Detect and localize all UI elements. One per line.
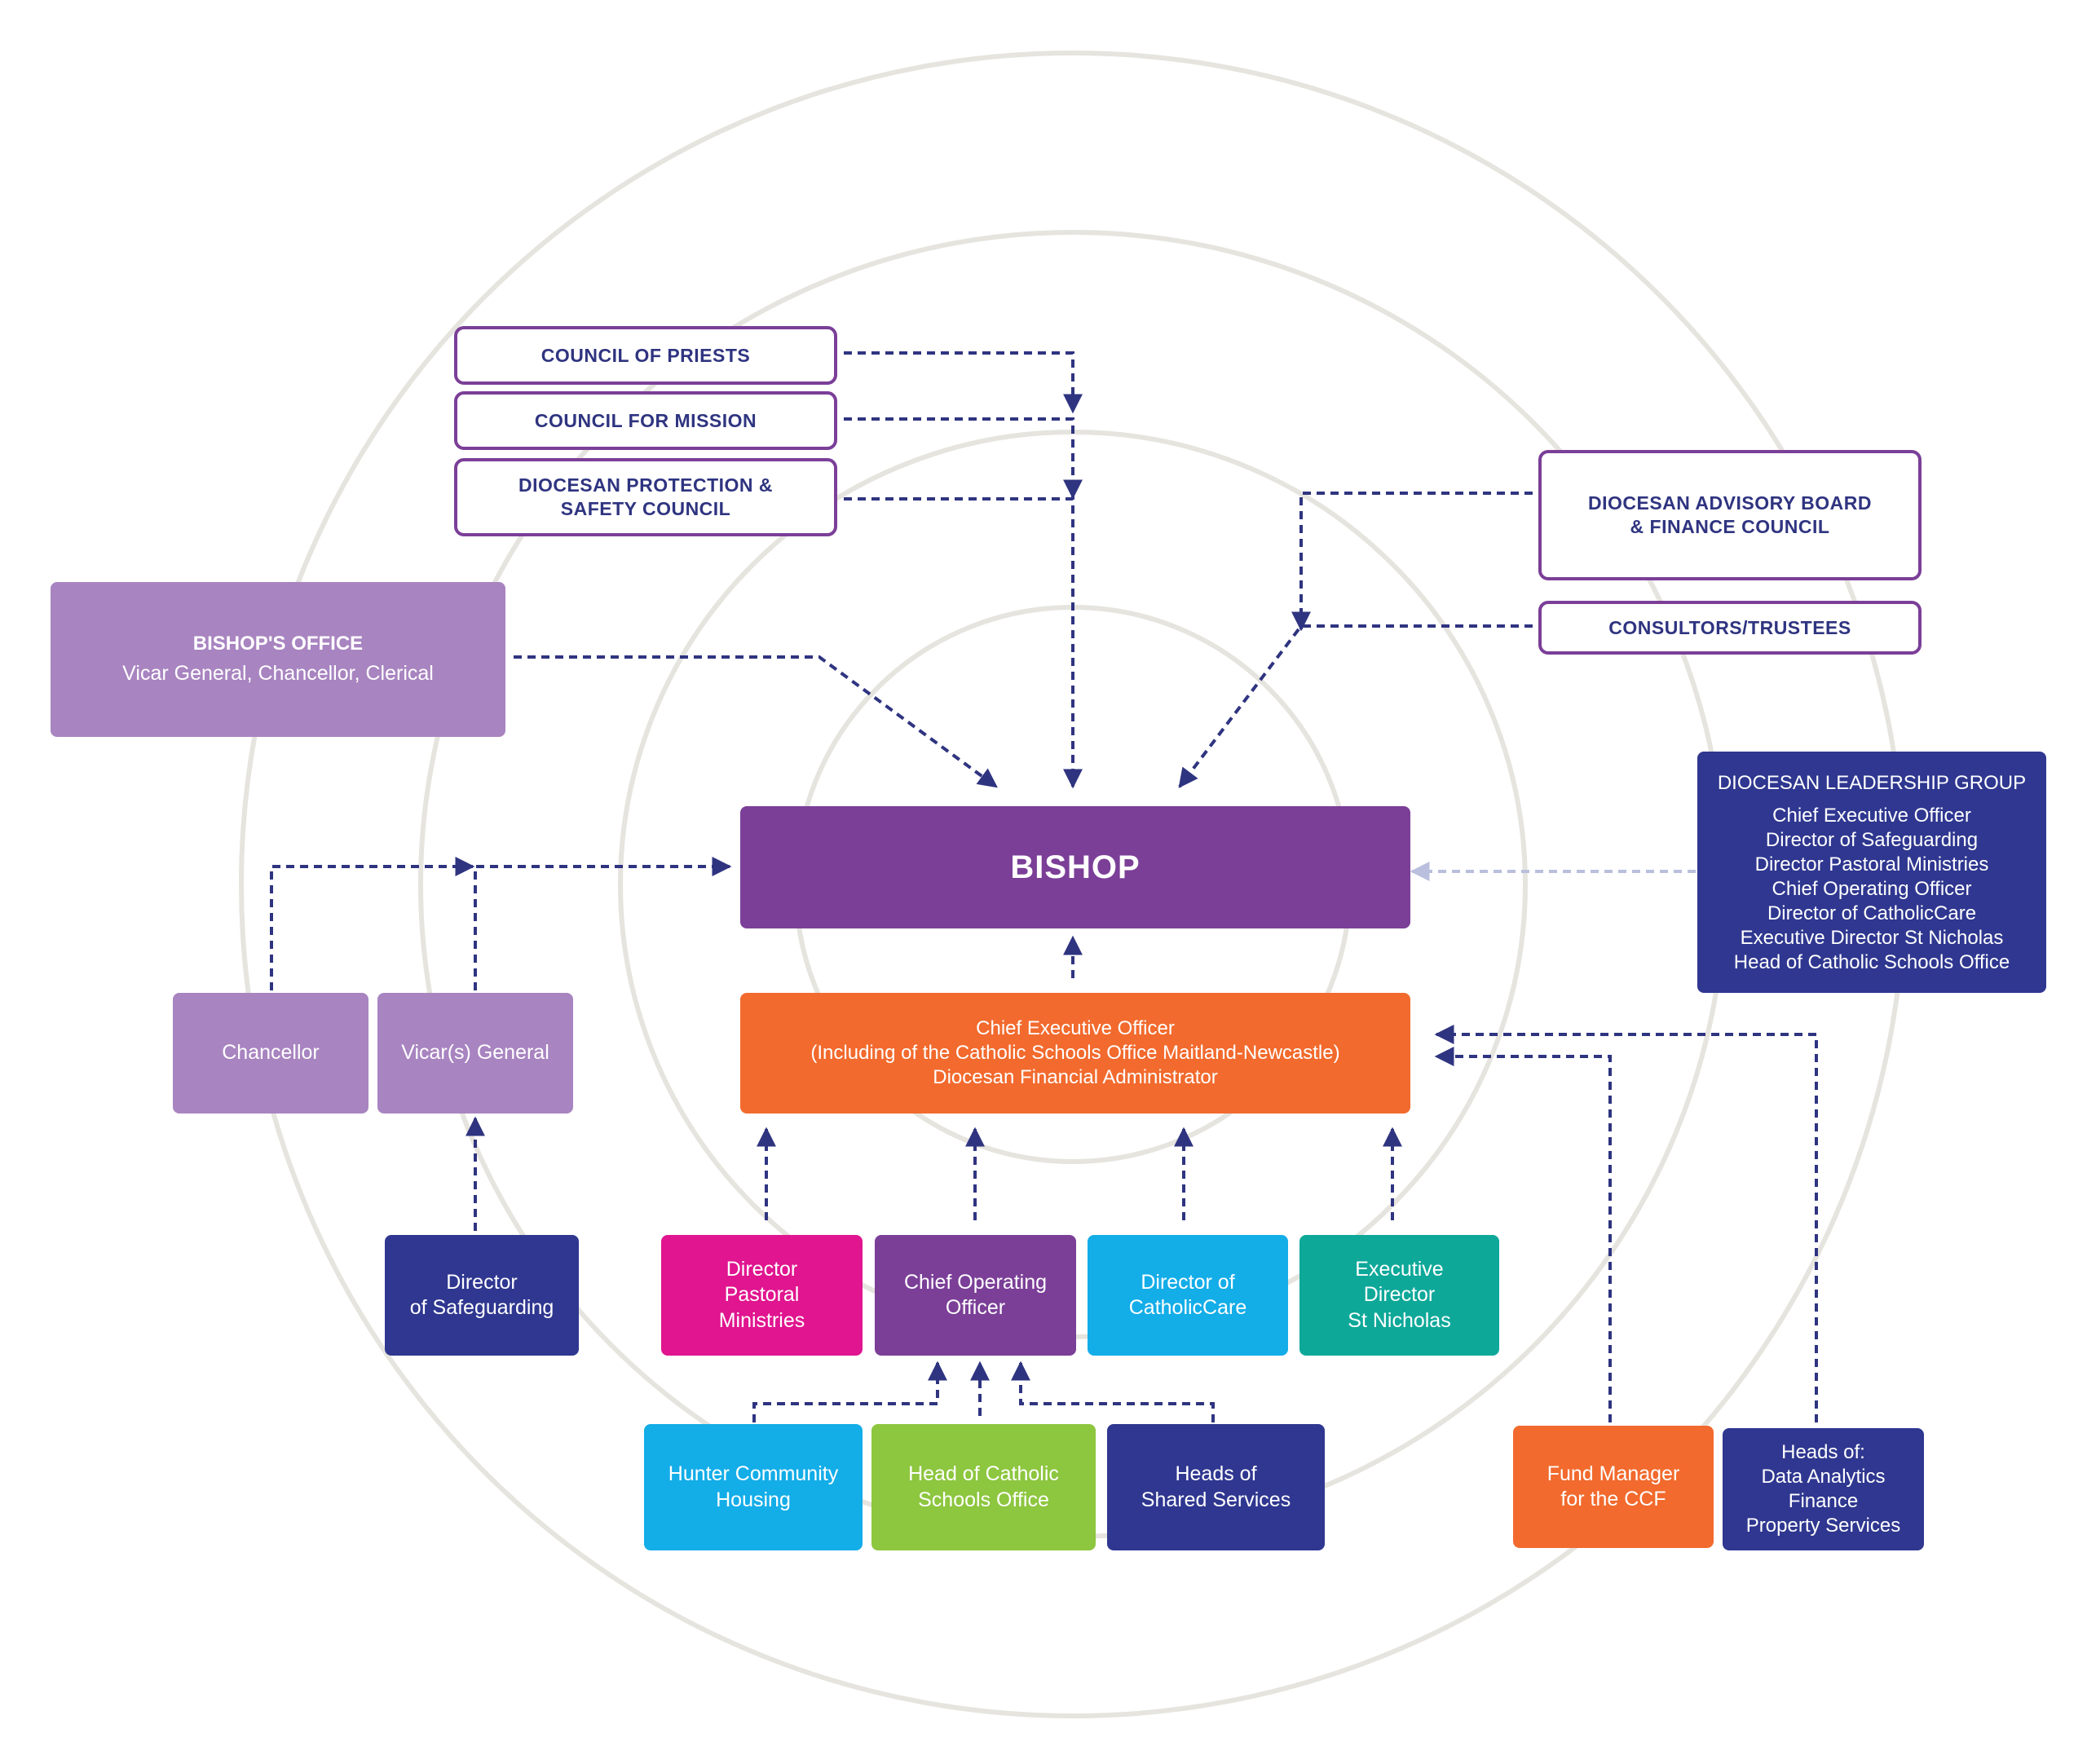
director-safeguarding-line2: of Safeguarding [409, 1296, 554, 1319]
coo-line2: Officer [945, 1296, 1006, 1319]
fund-manager-box: Fund Manager for the CCF [1513, 1426, 1714, 1548]
director-catholiccare-line1: Director of [1141, 1270, 1235, 1294]
bishops-office-title: BISHOP'S OFFICE [192, 633, 364, 655]
exec-st-nicholas-box: Executive Director St Nicholas [1299, 1235, 1499, 1356]
connector-fund-manager [1434, 1047, 1612, 1422]
director-pastoral-line1: Director [726, 1258, 798, 1281]
consultors-trustees-box: CONSULTORS/TRUSTEES [1538, 601, 1922, 655]
ceo-box: Chief Executive Officer (Including of th… [740, 993, 1410, 1114]
protection-council-label-line2: SAFETY COUNCIL [560, 498, 731, 519]
bishop-box: BISHOP [740, 806, 1410, 928]
council-of-priests-label: COUNCIL OF PRIESTS [541, 344, 751, 366]
director-pastoral-line3: Ministries [718, 1308, 805, 1332]
director-pastoral-line2: Pastoral [724, 1283, 800, 1307]
consultors-trustees-label: CONSULTORS/TRUSTEES [1608, 616, 1851, 638]
head-cso-line1: Head of Catholic [908, 1462, 1059, 1486]
director-safeguarding-box: Director of Safeguarding [385, 1235, 579, 1356]
heads-of-box: Heads of: Data Analytics Finance Propert… [1723, 1428, 1924, 1550]
leadership-member-catholiccare: Director of CatholicCare [1767, 902, 1977, 924]
connector-advisory-board [1291, 492, 1533, 632]
heads-shared-box: Heads of Shared Services [1107, 1424, 1325, 1550]
leadership-member-st-nicholas: Executive Director St Nicholas [1740, 927, 2004, 949]
fund-manager-line2: for the CCF [1560, 1488, 1666, 1510]
connector-heads-shared [1011, 1360, 1215, 1422]
coo-box: Chief Operating Officer [875, 1235, 1076, 1356]
protection-council-box: DIOCESAN PROTECTION & SAFETY COUNCIL [454, 458, 837, 536]
bishop-title: BISHOP [1010, 849, 1141, 885]
hunter-housing-line1: Hunter Community [668, 1462, 839, 1486]
connector-consultors [1178, 624, 1533, 788]
advisory-board-label-line1: DIOCESAN ADVISORY BOARD [1587, 492, 1873, 514]
ceo-line1: Chief Executive Officer [976, 1017, 1175, 1039]
connector-heads-of [1434, 1025, 1818, 1422]
advisory-board-box: DIOCESAN ADVISORY BOARD & FINANCE COUNCI… [1538, 450, 1922, 580]
director-safeguarding-line1: Director [446, 1270, 518, 1294]
chancellor-label: Chancellor [222, 1041, 320, 1065]
hunter-housing-box: Hunter Community Housing [644, 1424, 863, 1550]
heads-shared-line1: Heads of [1175, 1462, 1257, 1486]
director-pastoral-box: Director Pastoral Ministries [661, 1235, 863, 1356]
fund-manager-line1: Fund Manager [1546, 1462, 1680, 1485]
connector-lines [270, 351, 1818, 1422]
connector-chancellor [270, 857, 475, 990]
vicar-general-box: Vicar(s) General [377, 993, 573, 1114]
ceo-line2: (Including of the Catholic Schools Offic… [810, 1042, 1340, 1064]
connector-vicar-general [474, 857, 732, 990]
council-for-mission-box: COUNCIL FOR MISSION [454, 391, 837, 450]
protection-council-label-line1: DIOCESAN PROTECTION & [518, 474, 774, 496]
connector-council-mission [844, 417, 1083, 500]
advisory-board-label-line2: & FINANCE COUNCIL [1630, 516, 1830, 537]
head-cso-line2: Schools Office [918, 1488, 1049, 1511]
connector-bishops-office [514, 655, 998, 788]
heads-of-line3: Finance [1788, 1490, 1859, 1512]
connector-hunter-housing [752, 1360, 947, 1422]
director-catholiccare-line2: CatholicCare [1128, 1296, 1247, 1319]
leadership-member-cso: Head of Catholic Schools Office [1733, 951, 2010, 973]
chancellor-box: Chancellor [173, 993, 368, 1114]
heads-shared-line2: Shared Services [1141, 1488, 1291, 1511]
coo-line1: Chief Operating [903, 1270, 1048, 1294]
leadership-member-coo: Chief Operating Officer [1772, 878, 1972, 900]
exec-st-nicholas-line2: Director [1363, 1283, 1436, 1307]
ceo-line3: Diocesan Financial Administrator [933, 1066, 1218, 1088]
council-for-mission-label: COUNCIL FOR MISSION [534, 409, 757, 431]
leadership-member-pastoral: Director Pastoral Ministries [1754, 853, 1989, 875]
vicar-general-label: Vicar(s) General [401, 1041, 549, 1065]
connector-council-priests [844, 351, 1083, 414]
leadership-group-title: DIOCESAN LEADERSHIP GROUP [1717, 772, 2027, 794]
heads-of-line1: Heads of: [1781, 1441, 1865, 1463]
head-cso-box: Head of Catholic Schools Office [871, 1424, 1096, 1550]
heads-of-line4: Property Services [1745, 1515, 1901, 1537]
leadership-group-box: DIOCESAN LEADERSHIP GROUP Chief Executiv… [1697, 752, 2046, 993]
exec-st-nicholas-line1: Executive [1355, 1258, 1444, 1281]
heads-of-line2: Data Analytics [1761, 1466, 1886, 1488]
leadership-member-safeguarding: Director of Safeguarding [1765, 829, 1979, 851]
council-of-priests-box: COUNCIL OF PRIESTS [454, 326, 837, 385]
hunter-housing-line2: Housing [716, 1488, 791, 1511]
exec-st-nicholas-line3: St Nicholas [1348, 1308, 1451, 1332]
bishops-office-subtitle: Vicar General, Chancellor, Clerical [122, 662, 434, 686]
connector-protection-council [844, 497, 1083, 789]
bishops-office-box: BISHOP'S OFFICE Vicar General, Chancello… [51, 582, 505, 737]
director-catholiccare-box: Director of CatholicCare [1088, 1235, 1288, 1356]
leadership-member-ceo: Chief Executive Officer [1772, 805, 1971, 827]
